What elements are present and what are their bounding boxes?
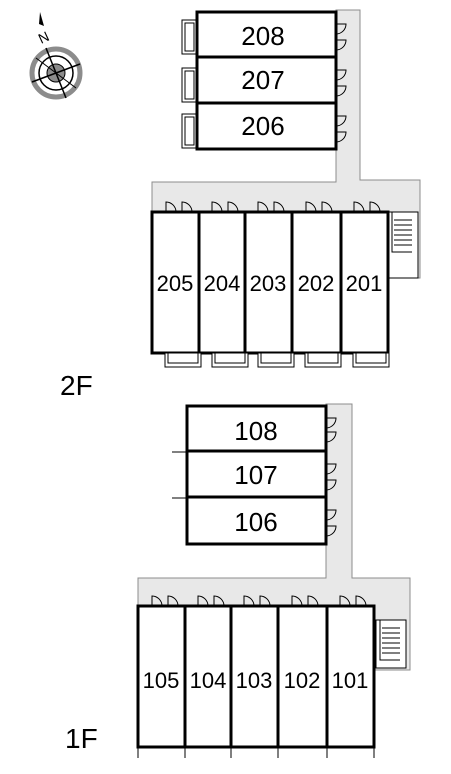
unit-201-label: 201 — [346, 271, 383, 296]
unit-104-label: 104 — [190, 668, 227, 693]
unit-101-label: 101 — [332, 668, 369, 693]
floor-label-1f: 1F — [65, 723, 98, 754]
unit-106 — [185, 495, 328, 546]
unit-203-label: 203 — [250, 271, 287, 296]
unit-204-label: 204 — [204, 271, 241, 296]
unit-106-label: 106 — [234, 507, 277, 537]
unit-101 — [325, 604, 376, 749]
floor-1f: 108 107 106 105 104 103 102 101 1F — [65, 403, 411, 758]
floor-label-2f: 2F — [60, 370, 93, 401]
unit-107 — [185, 449, 328, 499]
compass-rose-icon: N — [29, 12, 83, 100]
north-label: N — [36, 28, 52, 47]
unit-205-label: 205 — [157, 271, 194, 296]
stairs-1f — [375, 619, 407, 669]
unit-103-label: 103 — [236, 668, 273, 693]
unit-105-label: 105 — [143, 668, 180, 693]
unit-204 — [197, 210, 247, 355]
unit-208-label: 208 — [241, 21, 284, 51]
unit-102-label: 102 — [284, 668, 321, 693]
unit-207-label: 207 — [241, 65, 284, 95]
unit-206 — [195, 101, 338, 151]
unit-108-label: 108 — [234, 416, 277, 446]
unit-107-label: 107 — [234, 460, 277, 490]
floor-2f: 208 207 206 205 204 203 202 201 — [60, 9, 421, 401]
unit-206-label: 206 — [241, 111, 284, 141]
unit-202-label: 202 — [298, 271, 335, 296]
stairs-2f — [387, 211, 419, 279]
